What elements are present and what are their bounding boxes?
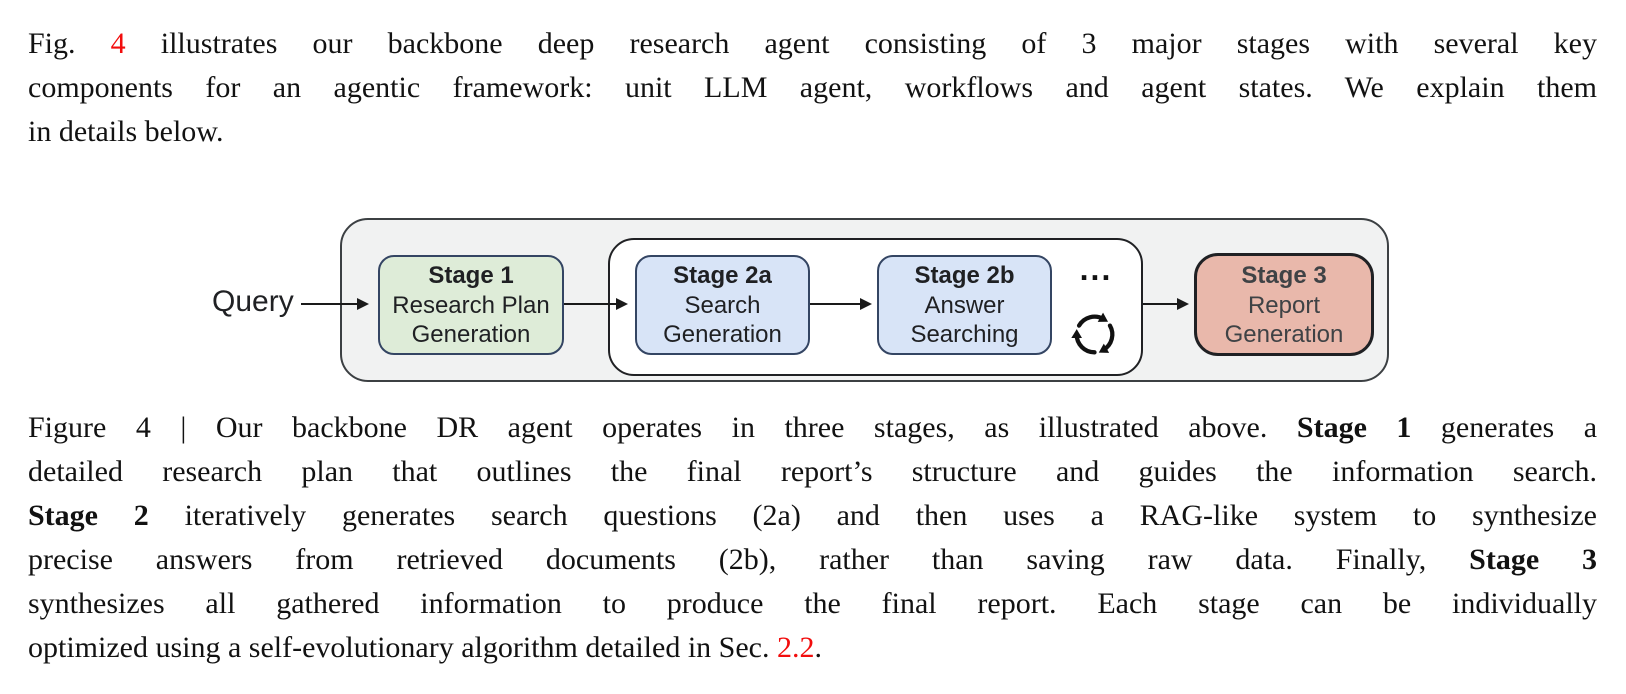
- text-line: Stage 2 iteratively generates search que…: [28, 494, 1597, 538]
- stage2b-line: Answer: [924, 292, 1005, 319]
- stage2b-line: Searching: [910, 321, 1019, 348]
- stage2a-title: Stage 2a: [673, 262, 772, 289]
- stage2b-box: Stage 2b Answer Searching: [877, 255, 1052, 355]
- stage3-box: Stage 3 Report Generation: [1194, 253, 1374, 356]
- stage3-line: Report: [1247, 291, 1321, 319]
- cycle-arrows-icon: [1071, 312, 1115, 355]
- text-segment: synthesizes all gathered information to …: [28, 587, 1597, 620]
- figure-4-diagram: Query Stage 1 Research Plan Generation S…: [0, 195, 1626, 390]
- paper-page: Fig. 4 illustrates our backbone deep res…: [0, 22, 1626, 670]
- stage1-box: Stage 1 Research Plan Generation: [378, 255, 564, 355]
- iteration-ellipsis: ...: [1079, 251, 1113, 287]
- stage1-line: Research Plan: [392, 292, 550, 319]
- section-ref-link[interactable]: 2.2: [776, 631, 815, 664]
- text-segment: Figure 4 | Our backbone DR agent operate…: [28, 411, 1297, 444]
- stage2a-line: Search: [684, 292, 761, 319]
- text-segment: optimized using a self-evolutionary algo…: [28, 631, 777, 664]
- figure-4-caption: Figure 4 | Our backbone DR agent operate…: [28, 406, 1597, 670]
- stage3-line: Generation: [1224, 320, 1344, 348]
- text-line: Fig. 4 illustrates our backbone deep res…: [28, 22, 1597, 66]
- text-segment: Stage 1: [1296, 411, 1412, 444]
- query-label: Query: [212, 285, 294, 318]
- stage1-title: Stage 1: [428, 262, 514, 289]
- text-line: precise answers from retrieved documents…: [28, 538, 1597, 582]
- text-line: components for an agentic framework: uni…: [28, 66, 1597, 110]
- stage2a-line: Generation: [663, 321, 782, 348]
- figure-ref-link[interactable]: 4: [110, 27, 126, 60]
- text-line: synthesizes all gathered information to …: [28, 582, 1597, 626]
- arrow-query-to-stage1: [301, 298, 369, 310]
- arrow-loop-to-stage3: [1143, 298, 1189, 310]
- text-line: detailed research plan that outlines the…: [28, 450, 1597, 494]
- arrow-stage1-to-stage2a: [564, 298, 628, 310]
- stage3-title: Stage 3: [1241, 261, 1327, 289]
- text-segment: Fig.: [28, 27, 111, 60]
- text-line: Figure 4 | Our backbone DR agent operate…: [28, 406, 1597, 450]
- text-segment: .: [814, 631, 822, 664]
- stage2b-title: Stage 2b: [914, 262, 1015, 289]
- text-line: in details below.: [28, 110, 1597, 154]
- text-segment: illustrates our backbone deep research a…: [125, 27, 1597, 60]
- text-segment: in details below.: [28, 115, 224, 148]
- arrow-stage2a-to-stage2b: [810, 298, 872, 310]
- stage2a-box: Stage 2a Search Generation: [635, 255, 810, 355]
- text-segment: detailed research plan that outlines the…: [28, 455, 1597, 488]
- text-segment: components for an agentic framework: uni…: [28, 71, 1597, 104]
- text-segment: iteratively generates search questions (…: [148, 499, 1597, 532]
- stage1-line: Generation: [411, 321, 531, 348]
- text-segment: Stage 3: [1469, 543, 1597, 576]
- text-segment: Stage 2: [28, 499, 149, 532]
- text-segment: generates a: [1411, 411, 1598, 444]
- text-line: optimized using a self-evolutionary algo…: [28, 626, 1597, 670]
- intro-paragraph: Fig. 4 illustrates our backbone deep res…: [28, 22, 1597, 154]
- text-segment: precise answers from retrieved documents…: [28, 543, 1470, 576]
